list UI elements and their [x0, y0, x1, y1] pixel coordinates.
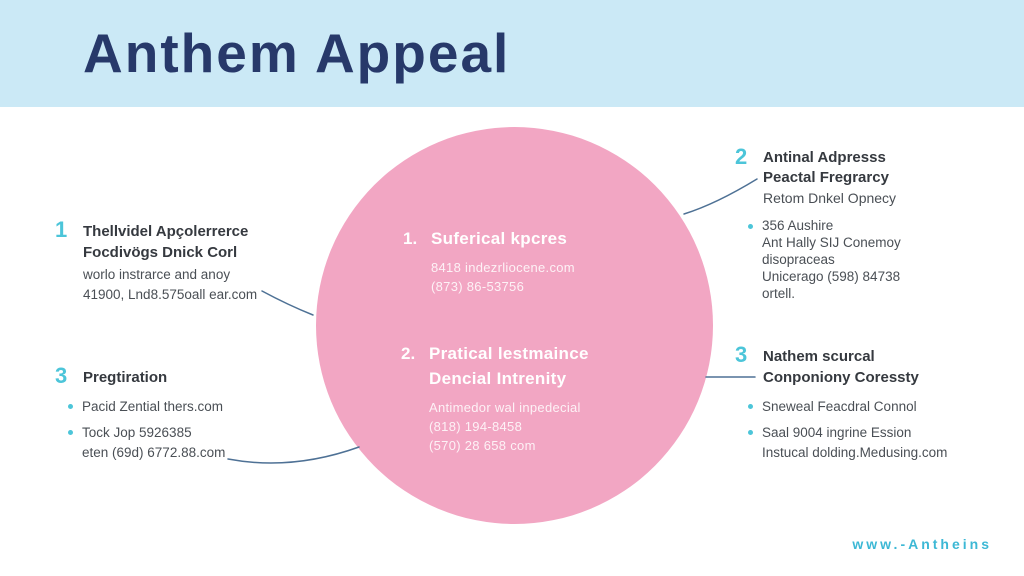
- circle-entry-1: 1. Suferical kpcres 8418 indezrliocene.c…: [403, 226, 575, 296]
- item-number: 3: [55, 363, 68, 388]
- item-number: 3: [735, 342, 748, 367]
- header-band: [0, 0, 1024, 107]
- bullet-dot-icon: [748, 404, 753, 409]
- item-content: Nathem scurcal Conponiony Coressty Snewe…: [748, 343, 947, 463]
- circle-entry-title: Pratical lestmaince Dencial Intrenity: [429, 344, 589, 388]
- circle-entry-body: Antimedor wal inpedecial (818) 194-8458 …: [429, 400, 581, 453]
- bullet-list: Sneweal Feacdral Connol Saal 9004 ingrin…: [748, 397, 947, 463]
- website-text: www.-Antheins: [852, 536, 992, 552]
- bullet-dot-icon: [748, 224, 753, 229]
- bullet-item: Sneweal Feacdral Connol: [748, 397, 947, 417]
- bullet-item: Saal 9004 ingrine Ession Instucal doldin…: [748, 423, 947, 463]
- bullet-dot-icon: [748, 430, 753, 435]
- list-item-left-1: 1 Thellvidel Apçolerrerce Focdivögs Dnic…: [55, 218, 257, 305]
- circle-entry-number: 2.: [401, 344, 416, 363]
- item-number: 2: [735, 144, 748, 169]
- list-item-right-2: 2 Antinal Adpresss Peactal Fregrarcy Ret…: [735, 145, 901, 302]
- connector-left-top: [261, 290, 314, 316]
- bullet-list: 356 Aushire Ant Hally SIJ Conemoy disopr…: [748, 217, 901, 302]
- circle-entry-body: 8418 indezrliocene.com (873) 86-53756: [431, 260, 575, 294]
- page-title: Anthem Appeal: [83, 22, 511, 84]
- connector-left-bottom: [227, 446, 360, 464]
- list-item-right-3: 3 Nathem scurcal Conponiony Coressty Sne…: [735, 343, 947, 463]
- circle-entry-2: 2. Pratical lestmaince Dencial Intrenity…: [401, 341, 589, 455]
- circle-entry-number: 1.: [403, 229, 418, 248]
- bullet-item: 356 Aushire Ant Hally SIJ Conemoy disopr…: [748, 217, 901, 302]
- bullet-dot-icon: [68, 430, 73, 435]
- bullet-item: Tock Jop 5926385 eten (69d) 6772.88.com: [68, 423, 225, 463]
- list-item-left-3: 3 Pregtiration Pacid Zential thers.com T…: [55, 364, 225, 463]
- bullet-dot-icon: [68, 404, 73, 409]
- bullet-item: Pacid Zential thers.com: [68, 397, 225, 417]
- item-content: Pregtiration Pacid Zential thers.com Toc…: [68, 364, 225, 463]
- bullet-list: Pacid Zential thers.com Tock Jop 5926385…: [68, 397, 225, 463]
- center-circle: [316, 127, 713, 524]
- circle-entry-title: Suferical kpcres: [431, 229, 568, 248]
- item-content: Thellvidel Apçolerrerce Focdivögs Dnick …: [83, 223, 258, 302]
- item-number: 1: [55, 217, 68, 242]
- item-content: Antinal Adpresss Peactal Fregrarcy Retom…: [748, 145, 901, 302]
